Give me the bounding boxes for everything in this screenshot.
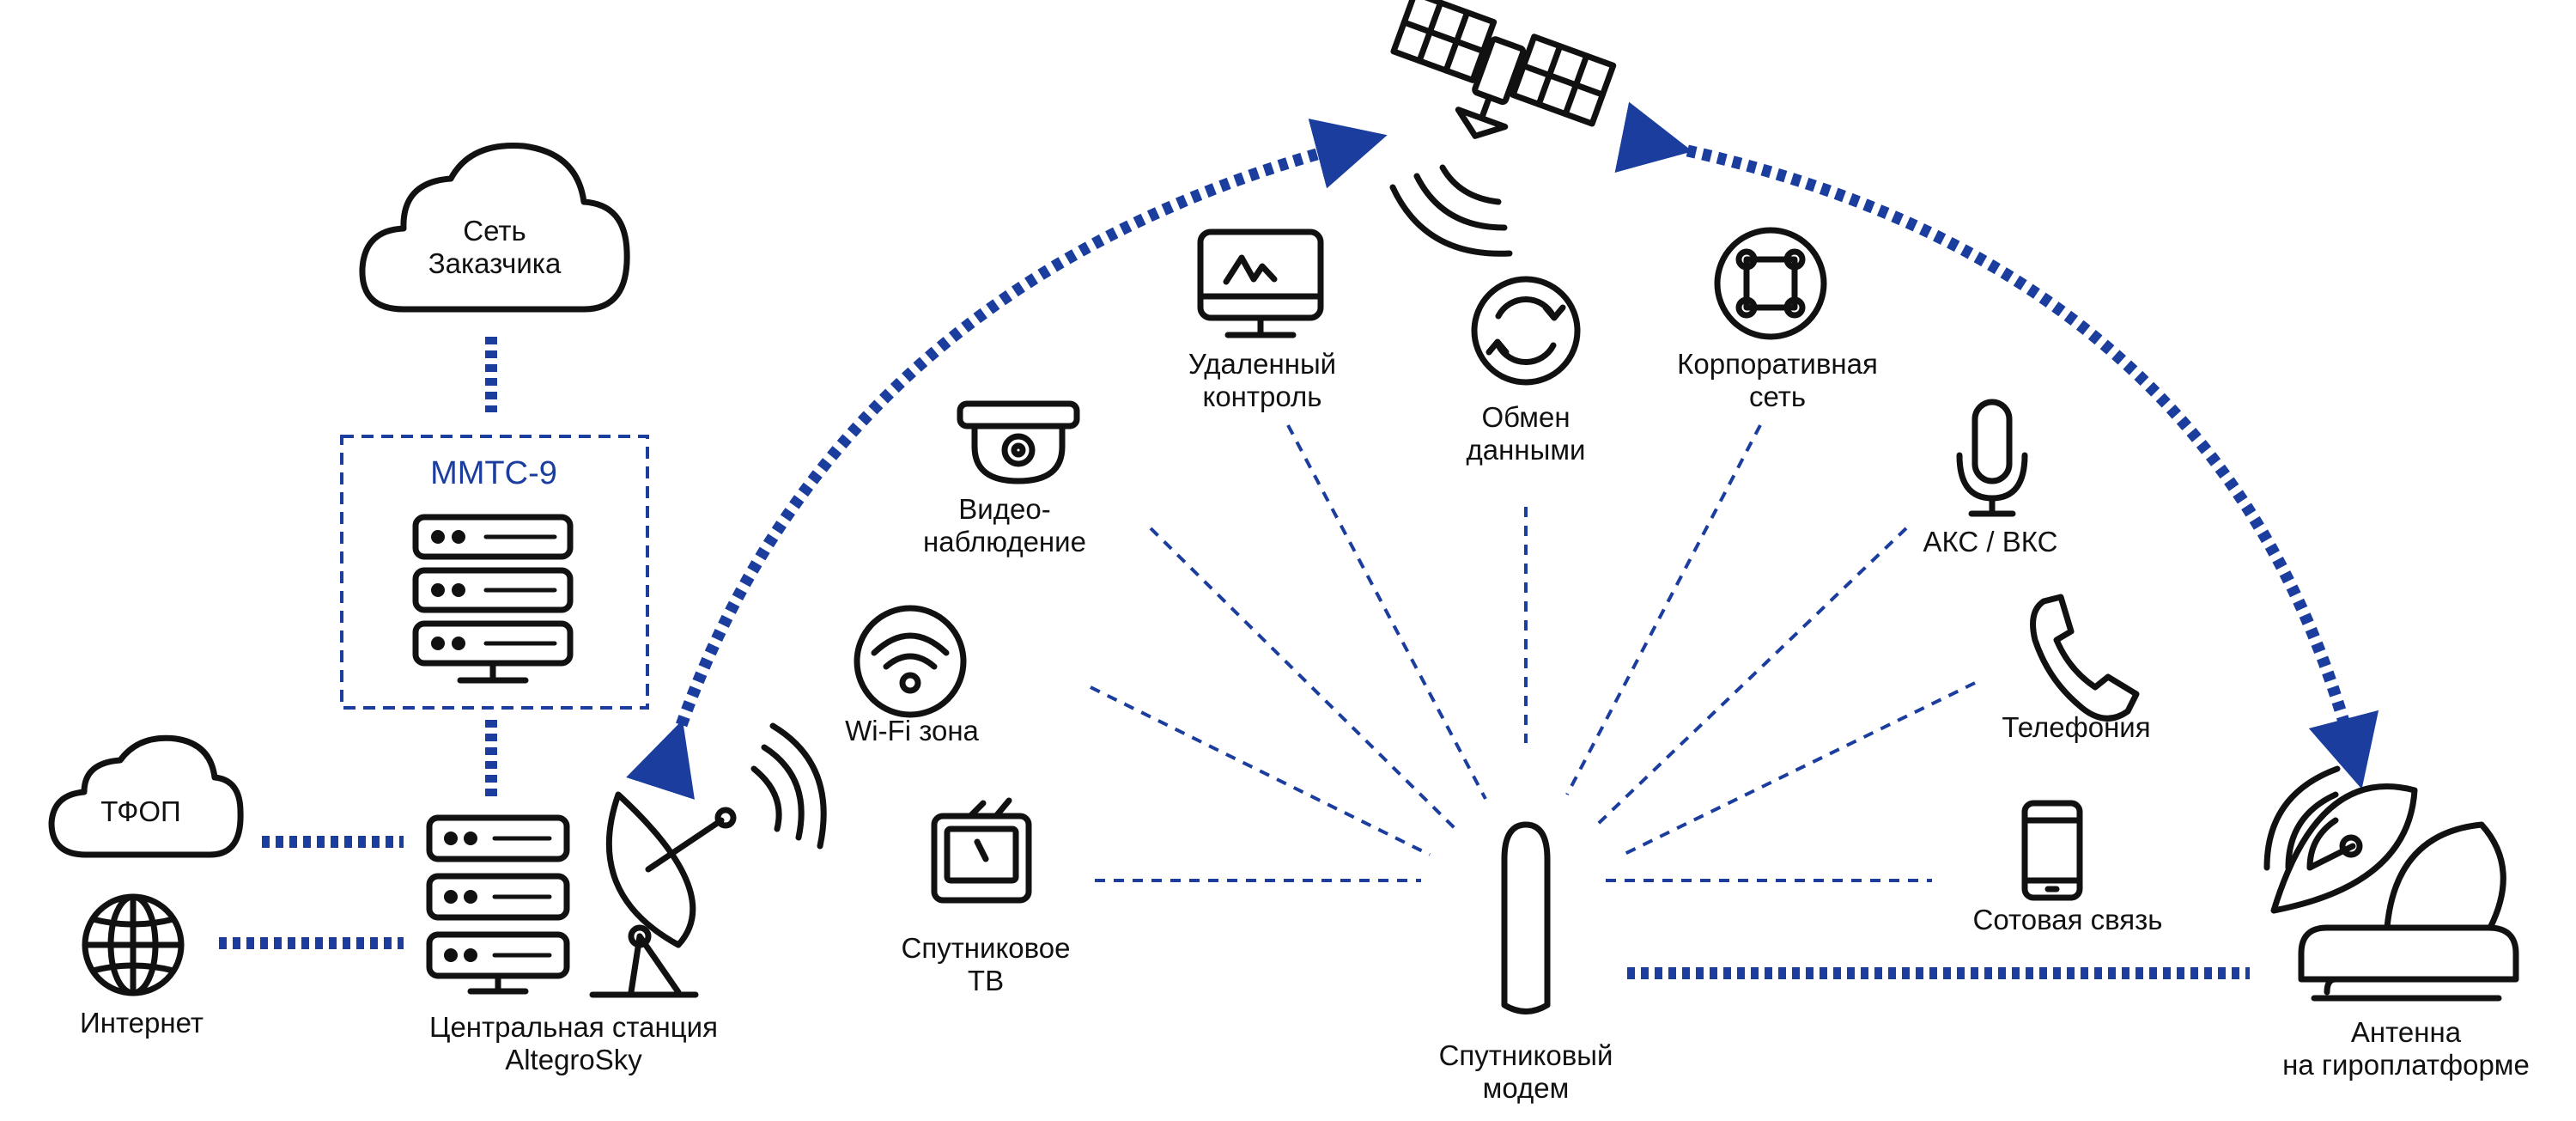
- central-station-line-1: Центральная станция: [429, 1011, 718, 1043]
- data-exchange-line-2: данными: [1466, 434, 1586, 466]
- customer-network-line-2: Заказчика: [428, 247, 562, 279]
- remote-line-1: Удаленный: [1188, 348, 1337, 380]
- corporate-line-2: сеть: [1748, 381, 1807, 412]
- aks-vks-label: АКС / ВКС: [1923, 526, 2058, 558]
- globe-icon: [82, 893, 185, 996]
- customer-network-line-1: Сеть: [463, 215, 526, 247]
- telephony-text: Телефония: [2002, 711, 2151, 743]
- mmtc-box: [340, 435, 649, 710]
- cloud-icon: [359, 142, 630, 313]
- internet-text: Интернет: [80, 1007, 204, 1039]
- modem-icon: [1501, 821, 1551, 1014]
- camera-icon: [957, 400, 1080, 484]
- server-slots: [483, 534, 557, 646]
- customer-network-label: Сеть Заказчика: [428, 215, 562, 280]
- wifi-icon: [854, 605, 967, 718]
- video-line-1: Видео-: [958, 493, 1051, 525]
- link-aks: [1595, 527, 1908, 826]
- cellular-text: Сотовая связь: [1972, 904, 2163, 935]
- microphone-icon: [1956, 399, 2028, 517]
- pstn-text: ТФОП: [100, 795, 181, 827]
- wifi-text: Wi-Fi зона: [845, 715, 979, 746]
- video-line-2: наблюдение: [923, 526, 1086, 557]
- satellite-icon: [1389, 0, 1617, 257]
- gyro-antenna-label: Антенна на гироплатформе: [2282, 1016, 2530, 1081]
- mmtc-text: ММТС-9: [430, 455, 557, 491]
- satellite-modem-line-2: модем: [1482, 1072, 1570, 1104]
- central-station-label: Центральная станция AltegroSky: [429, 1011, 718, 1076]
- satellite-tv-label: Спутниковое ТВ: [901, 932, 1070, 997]
- dish-icon: [2263, 765, 2519, 1002]
- telephony-label: Телефония: [2002, 711, 2150, 744]
- cellular-label: Сотовая связь: [1973, 904, 2163, 936]
- blue-links: [219, 337, 2250, 979]
- link-telephony: [1622, 681, 1976, 856]
- server-icon: [426, 814, 570, 995]
- phone-icon: [2030, 594, 2140, 722]
- satellite-modem-label: Спутниковый модем: [1439, 1039, 1613, 1105]
- exchange-icon: [1471, 276, 1581, 386]
- link-remote: [1286, 424, 1487, 800]
- server-icon: [412, 514, 574, 684]
- data-exchange-line-1: Обмен: [1481, 401, 1571, 433]
- service-links: [1090, 424, 1976, 882]
- server-leds: [431, 530, 465, 650]
- satellite-modem-line-1: Спутниковый: [1438, 1039, 1613, 1071]
- rack-slots: [492, 836, 552, 958]
- gyro-antenna-line-1: Антенна: [2350, 1016, 2462, 1048]
- remote-line-2: контроль: [1202, 381, 1322, 412]
- satellite-arcs: [626, 101, 2379, 800]
- arc-satellite-antenna: [1614, 101, 2379, 789]
- network-icon: [1714, 227, 1827, 340]
- data-exchange-label: Обмен данными: [1467, 401, 1586, 466]
- central-station-line-2: AltegroSky: [505, 1044, 642, 1075]
- gyro-antenna-line-2: на гироплатформе: [2282, 1049, 2530, 1081]
- aks-vks-text: АКС / ВКС: [1923, 526, 2058, 557]
- video-label: Видео- наблюдение: [923, 493, 1086, 558]
- arc-station-satellite: [626, 119, 1388, 800]
- satellite-tv-line-1: Спутниковое: [901, 932, 1071, 964]
- smartphone-icon: [2021, 800, 2083, 901]
- dish-icon: [589, 722, 827, 998]
- wifi-label: Wi-Fi зона: [845, 715, 979, 747]
- mmtc-label: ММТС-9: [430, 457, 557, 490]
- link-corporate: [1565, 424, 1762, 795]
- corporate-label: Корпоративная сеть: [1677, 348, 1878, 413]
- corporate-line-1: Корпоративная: [1677, 348, 1878, 380]
- rack-leds: [444, 832, 477, 962]
- cloud-icon: [48, 734, 244, 858]
- link-wifi: [1090, 685, 1431, 856]
- satellite-tv-line-2: ТВ: [967, 965, 1005, 996]
- link-video: [1149, 527, 1457, 831]
- remote-label: Удаленный контроль: [1188, 348, 1336, 413]
- pstn-label: ТФОП: [100, 795, 181, 828]
- internet-label: Интернет: [80, 1007, 204, 1039]
- monitor-icon: [1197, 228, 1324, 338]
- tv-icon: [931, 797, 1032, 904]
